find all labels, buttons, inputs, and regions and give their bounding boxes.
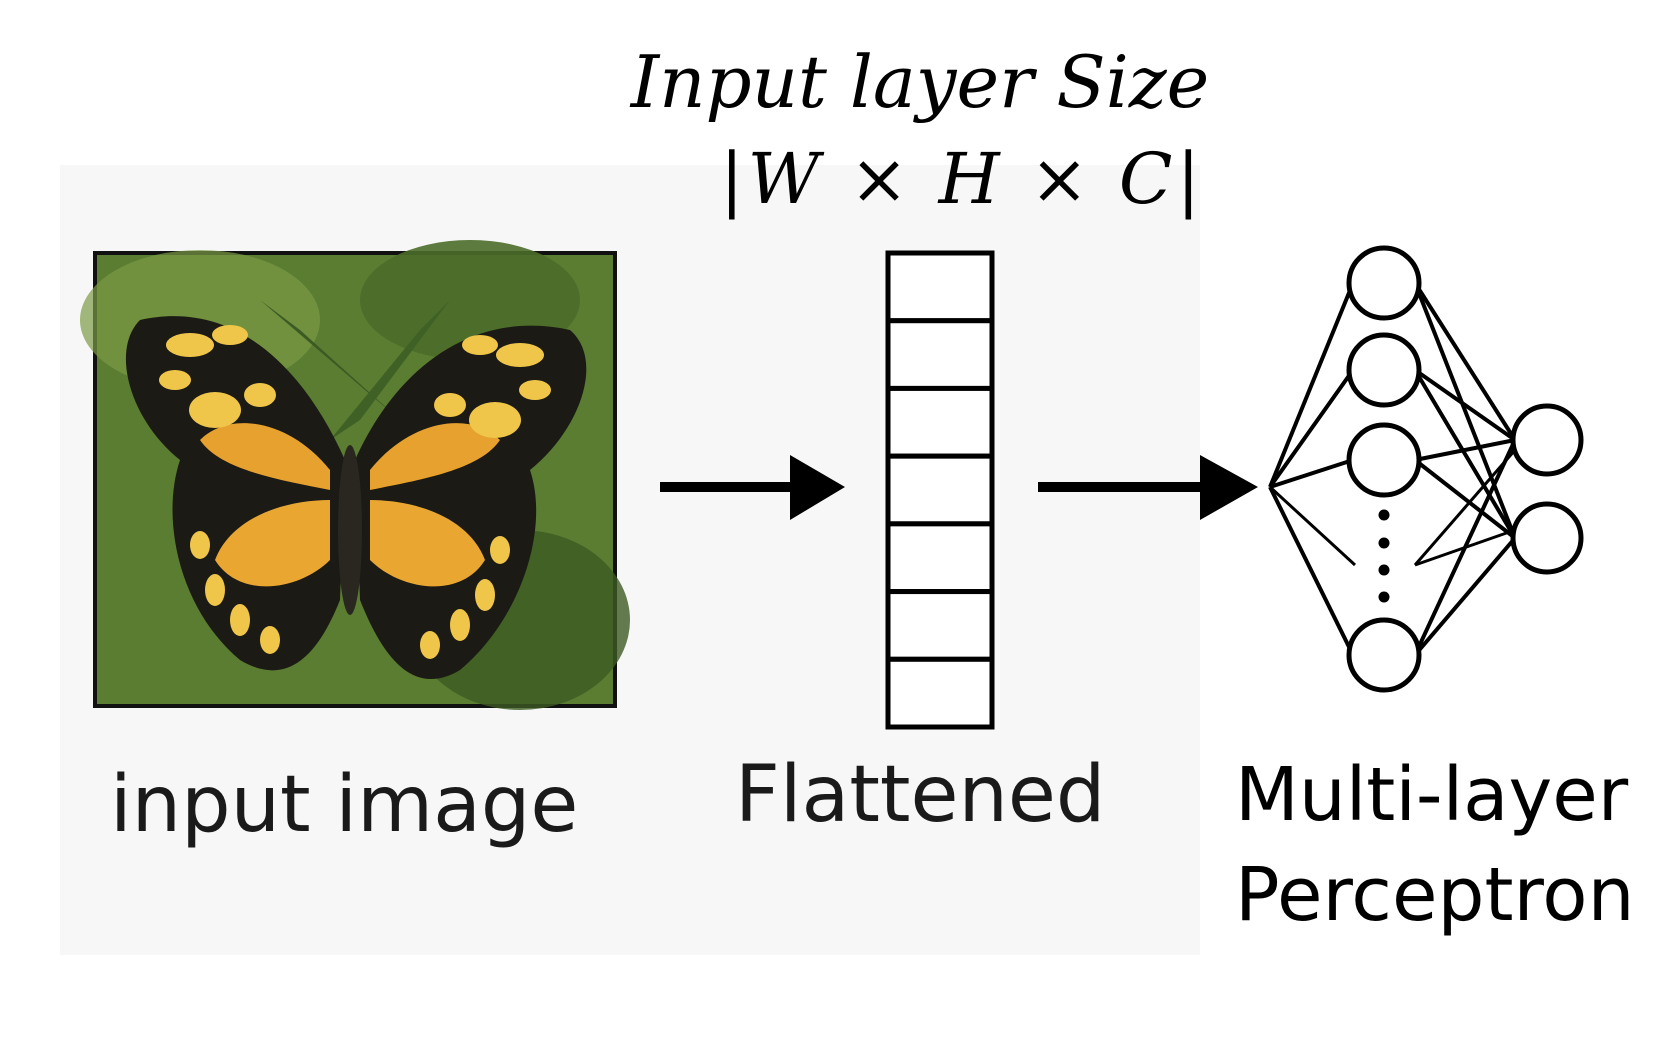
mlp-caption-line1: Multi-layer: [1235, 752, 1629, 838]
input-image: [80, 240, 630, 710]
input-layer-size-title: Input layer Size: [630, 40, 1210, 124]
mlp-hidden-edge: [1413, 282, 1517, 539]
flattened-cell: [885, 250, 995, 324]
flattened-cell: [885, 656, 995, 730]
mlp-hidden-edge: [1413, 458, 1517, 540]
right-margin: [1200, 0, 1667, 1042]
mlp-input-node: [1346, 617, 1422, 693]
mlp-ellipsis-dot: [1378, 509, 1390, 521]
mlp-input-node: [1346, 332, 1422, 408]
mlp-ellipsis-dot: [1378, 564, 1390, 576]
flattened-vector: [885, 250, 995, 730]
mlp-hidden-edge: [1413, 368, 1517, 540]
mlp-output-node: [1510, 403, 1584, 477]
flattened-cell: [885, 385, 995, 459]
mlp-ellipsis-dot: [1378, 591, 1390, 603]
flattened-cell: [885, 589, 995, 662]
flattened-cell: [885, 453, 995, 527]
mlp-caption-line2: Perceptron: [1235, 852, 1635, 938]
mlp-hidden-edge: [1413, 281, 1517, 442]
mlp-output-node: [1510, 501, 1584, 575]
arrow-to-flattened: [660, 455, 845, 520]
mlp-input-edge: [1268, 282, 1355, 488]
mlp-input-node: [1346, 422, 1422, 498]
input-image-caption: input image: [110, 760, 579, 850]
mlp-hidden-edge: [1414, 438, 1516, 462]
mlp-hidden-edge: [1413, 368, 1517, 442]
flattened-caption: Flattened: [735, 750, 1106, 840]
mlp-network: [1268, 245, 1584, 693]
mlp-input-edge: [1269, 458, 1354, 489]
mlp-input-edge: [1268, 486, 1355, 656]
flattened-cell: [885, 521, 995, 595]
mlp-input-edge: [1268, 485, 1357, 567]
mlp-hidden-edge: [1413, 536, 1517, 657]
mlp-hidden-edge: [1414, 528, 1516, 567]
mlp-hidden-edge: [1413, 449, 1517, 566]
mlp-ellipsis-dot: [1378, 537, 1390, 549]
mlp-input-edge: [1268, 368, 1355, 489]
flattened-cell: [885, 318, 995, 391]
input-layer-size-formula: |W × H × C|: [720, 138, 1205, 220]
arrow-to-mlp: [1038, 455, 1258, 520]
mlp-caption: Multi-layer Perceptron: [1235, 745, 1634, 945]
mlp-input-node: [1346, 245, 1422, 321]
